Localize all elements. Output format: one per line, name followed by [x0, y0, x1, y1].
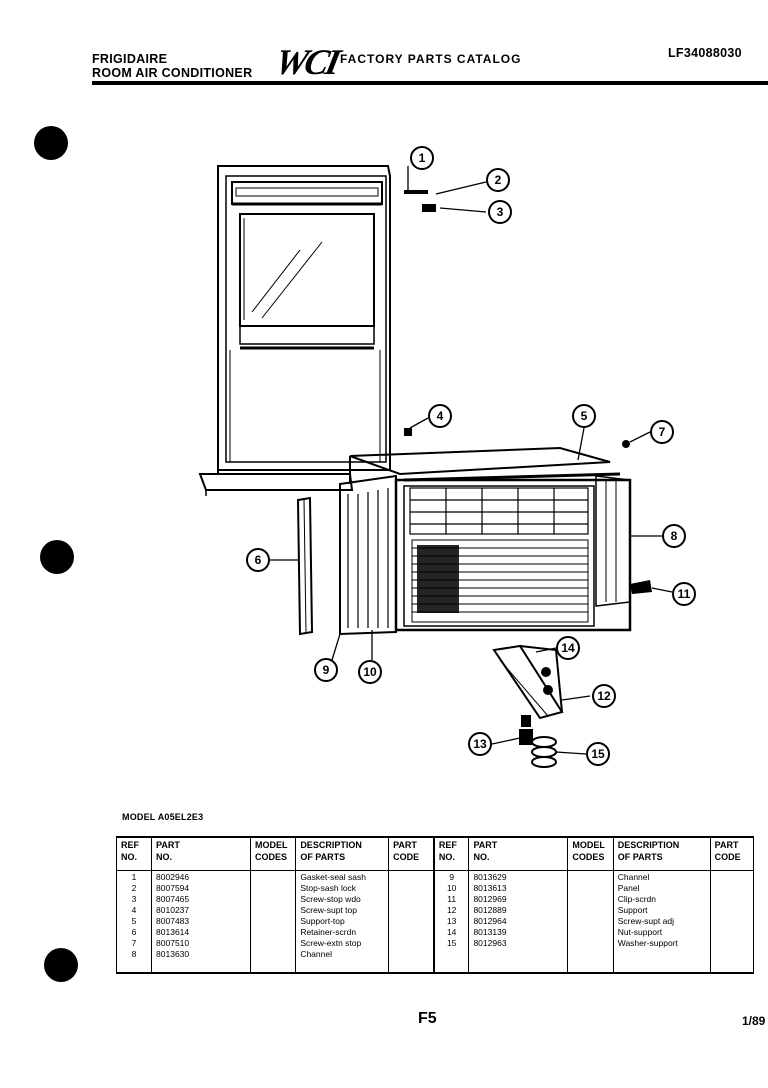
callout-5: 5 — [572, 404, 596, 428]
revision-date: 1/89 — [742, 1014, 766, 1028]
brand-name: FRIGIDAIRE — [92, 52, 168, 66]
model-label: MODEL A05EL2E3 — [122, 812, 204, 822]
binder-hole-icon — [34, 126, 68, 160]
callout-10: 10 — [358, 660, 382, 684]
svg-text:6: 6 — [255, 553, 262, 567]
svg-text:3: 3 — [497, 205, 504, 219]
callout-15: 15 — [586, 742, 610, 766]
svg-text:14: 14 — [561, 641, 575, 655]
svg-text:10: 10 — [363, 665, 377, 679]
callout-6: 6 — [246, 548, 270, 572]
svg-text:2: 2 — [495, 173, 502, 187]
leader-lines — [270, 166, 673, 755]
model-column — [249, 870, 297, 974]
svg-text:9: 9 — [323, 663, 330, 677]
svg-text:11: 11 — [678, 587, 691, 601]
support-bracket — [492, 644, 564, 768]
svg-text:8: 8 — [671, 529, 678, 543]
callout-1: 1 — [410, 146, 434, 170]
svg-text:12: 12 — [597, 689, 611, 703]
svg-text:15: 15 — [591, 747, 605, 761]
callout-3: 3 — [488, 200, 512, 224]
page-number: F5 — [418, 1010, 437, 1027]
callout-4: 4 — [428, 404, 452, 428]
svg-text:4: 4 — [437, 409, 444, 423]
callouts: 1 2 3 4 5 7 8 6 11 9 10 14 12 13 15 — [246, 146, 696, 766]
hardware-parts — [404, 190, 652, 594]
product-line: ROOM AIR CONDITIONER — [92, 66, 253, 80]
window-frame — [198, 165, 391, 496]
callout-2: 2 — [486, 168, 510, 192]
catalog-number: LF34088030 — [668, 46, 742, 60]
callout-7: 7 — [650, 420, 674, 444]
callout-11: 11 — [672, 582, 696, 606]
callout-9: 9 — [314, 658, 338, 682]
code-column — [709, 870, 755, 974]
header-rule — [92, 81, 768, 85]
callout-8: 8 — [662, 524, 686, 548]
callout-13: 13 — [468, 732, 492, 756]
callout-12: 12 — [592, 684, 616, 708]
svg-text:1: 1 — [419, 151, 426, 165]
svg-text:7: 7 — [659, 425, 666, 439]
side-panel — [296, 496, 314, 636]
binder-hole-icon — [44, 948, 78, 982]
exploded-parts-diagram: 1 2 3 4 5 7 8 6 11 9 10 14 12 13 15 — [198, 146, 696, 768]
model-column — [567, 870, 614, 974]
callout-14: 14 — [556, 636, 580, 660]
brand-block: FRIGIDAIRE ROOM AIR CONDITIONER — [92, 52, 252, 80]
catalog-title: FACTORY PARTS CATALOG — [340, 52, 522, 66]
code-column — [388, 870, 435, 974]
ac-housing — [339, 446, 632, 636]
svg-text:13: 13 — [473, 737, 487, 751]
svg-text:5: 5 — [581, 409, 588, 423]
binder-hole-icon — [40, 540, 74, 574]
